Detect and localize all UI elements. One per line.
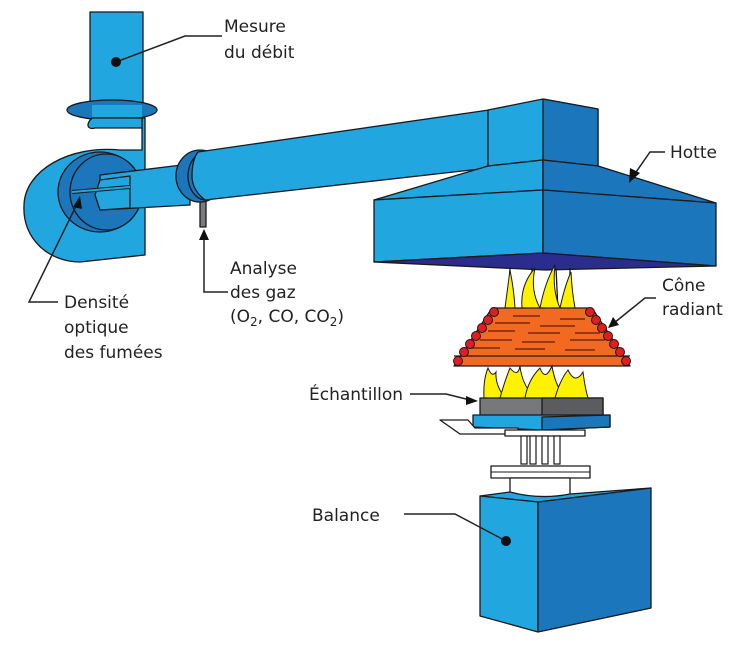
label-flow-1: Mesure <box>224 17 286 37</box>
label-gas-2: des gaz <box>230 283 296 303</box>
label-cone-2: radiant <box>662 300 723 320</box>
sample <box>439 397 611 435</box>
label-balance: Balance <box>312 506 380 526</box>
leader-hood <box>629 151 665 183</box>
leader-balance <box>404 513 511 546</box>
load-cell-column <box>490 429 591 501</box>
heater-coil-left <box>453 307 499 366</box>
leader-sample <box>410 393 478 405</box>
label-sample: Échantillon <box>309 383 403 405</box>
upper-flames <box>504 264 576 309</box>
label-hood: Hotte <box>670 143 717 163</box>
label-smoke-3: des fumées <box>64 343 163 363</box>
leader-cone <box>608 297 656 328</box>
leader-gas <box>199 229 228 293</box>
main-duct <box>191 109 490 201</box>
label-gas-1: Analyse <box>230 259 297 279</box>
radiant-cone <box>453 307 631 367</box>
label-gas-3: (O2, CO, CO2) <box>230 307 344 329</box>
inner-duct <box>71 163 191 211</box>
hood <box>373 98 717 271</box>
exhaust-stack <box>66 11 158 121</box>
label-smoke-1: Densité <box>64 293 129 313</box>
balance-box <box>479 487 652 633</box>
label-smoke-2: optique <box>64 318 129 338</box>
leader-flow <box>111 35 222 67</box>
label-cone-1: Cône <box>662 276 706 296</box>
lower-flames <box>483 364 589 399</box>
label-flow-2: du débit <box>224 43 295 63</box>
heater-coil-right <box>585 307 631 366</box>
leader-smoke <box>27 196 82 303</box>
